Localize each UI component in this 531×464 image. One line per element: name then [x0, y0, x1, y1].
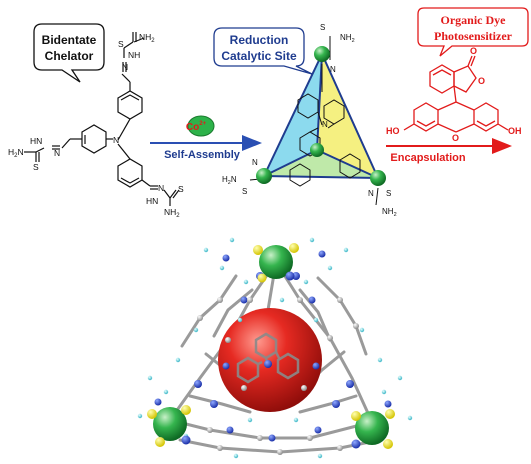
ligand-sulfur-lower: S: [178, 184, 184, 194]
ligand-hn-lower: HN: [146, 196, 158, 206]
cage-n-left: N: [252, 158, 258, 167]
ligand-hn-left: HN: [30, 136, 42, 146]
dye-photosensitizer-callout: Organic Dye Photosensitizer: [417, 7, 529, 57]
ligand-central-n: N: [113, 135, 119, 145]
cage-cobalt-top: [314, 46, 330, 62]
cobalt-ion-badge: [187, 115, 215, 137]
chelator-label-line1: Bidentate: [42, 33, 97, 47]
cage-h2n-left: H2N: [222, 175, 237, 186]
cage-n-right: N: [368, 189, 374, 198]
ligand-n-lower: N: [158, 183, 164, 193]
bidentate-chelator-callout: Bidentate Chelator: [33, 23, 105, 83]
ligand-nh-top: NH: [128, 50, 140, 60]
cage-n-center: N: [322, 120, 328, 129]
dye-ho-left: HO: [386, 126, 400, 136]
cage-cobalt-center: [310, 143, 324, 157]
fluorescein-dye-structure: [403, 55, 509, 133]
cage-s-right: S: [386, 189, 391, 198]
cage-crystal-structure: [137, 237, 413, 459]
ligand-h2n-left: H2N: [8, 147, 24, 159]
ligand-n-left: N: [54, 148, 60, 158]
ligand-ring-left: [81, 124, 107, 154]
cage-nh2-right: NH2: [382, 207, 397, 218]
cage-face-bottom: [264, 150, 378, 178]
encapsulation-arrow: Encapsulation: [386, 138, 512, 164]
cobalt-ion-label: Co2+: [186, 121, 207, 133]
cage-cobalt-left: [256, 168, 272, 184]
ligand-amine-lower: NH2: [164, 207, 180, 219]
dye-label-line1: Organic Dye: [441, 13, 507, 27]
cage-n-top: N: [330, 65, 336, 74]
ligand-atom-labels: S NH2 NH N N HN N H2N S N HN S NH2: [8, 32, 184, 219]
cobalt-vertex-right: [351, 409, 395, 449]
catalytic-label-line1: Reduction: [230, 33, 289, 47]
cobalt-vertex-top: [253, 243, 299, 283]
catalytic-label-line2: Catalytic Site: [221, 49, 297, 63]
self-assembly-arrow: Co2+ Self-Assembly: [150, 115, 262, 161]
ligand-sulfur-top: S: [118, 39, 124, 49]
chelator-label-line2: Chelator: [45, 49, 94, 63]
ligand-amine-top: NH2: [139, 32, 155, 44]
self-assembly-label: Self-Assembly: [164, 149, 241, 161]
ligand-n-top: N: [122, 62, 128, 72]
catalytic-site-callout: Reduction Catalytic Site: [213, 27, 313, 75]
encapsulated-guest-sphere: [218, 308, 322, 412]
cobalt-vertex-left: [147, 405, 191, 447]
cage-nh2-top: NH2: [340, 33, 355, 44]
ligand-structure: [24, 32, 180, 206]
dye-carbonyl-o: O: [470, 46, 477, 56]
dye-oh-right: OH: [508, 126, 522, 136]
dye-lactone-o: O: [478, 76, 485, 86]
dye-label-line2: Photosensitizer: [434, 29, 513, 43]
tetrahedral-cage: NH2 S N N H2N S N S N NH2: [222, 23, 397, 218]
cage-cobalt-right: [370, 170, 386, 186]
cage-s-top: S: [320, 23, 325, 32]
cage-face-right: [317, 54, 378, 178]
dye-xanthene-o: O: [452, 133, 459, 143]
encapsulation-label: Encapsulation: [390, 152, 465, 164]
dye-atom-labels: O O O HO OH: [386, 46, 522, 143]
cage-s-left: S: [242, 187, 247, 196]
ligand-sulfur-left: S: [33, 162, 39, 172]
